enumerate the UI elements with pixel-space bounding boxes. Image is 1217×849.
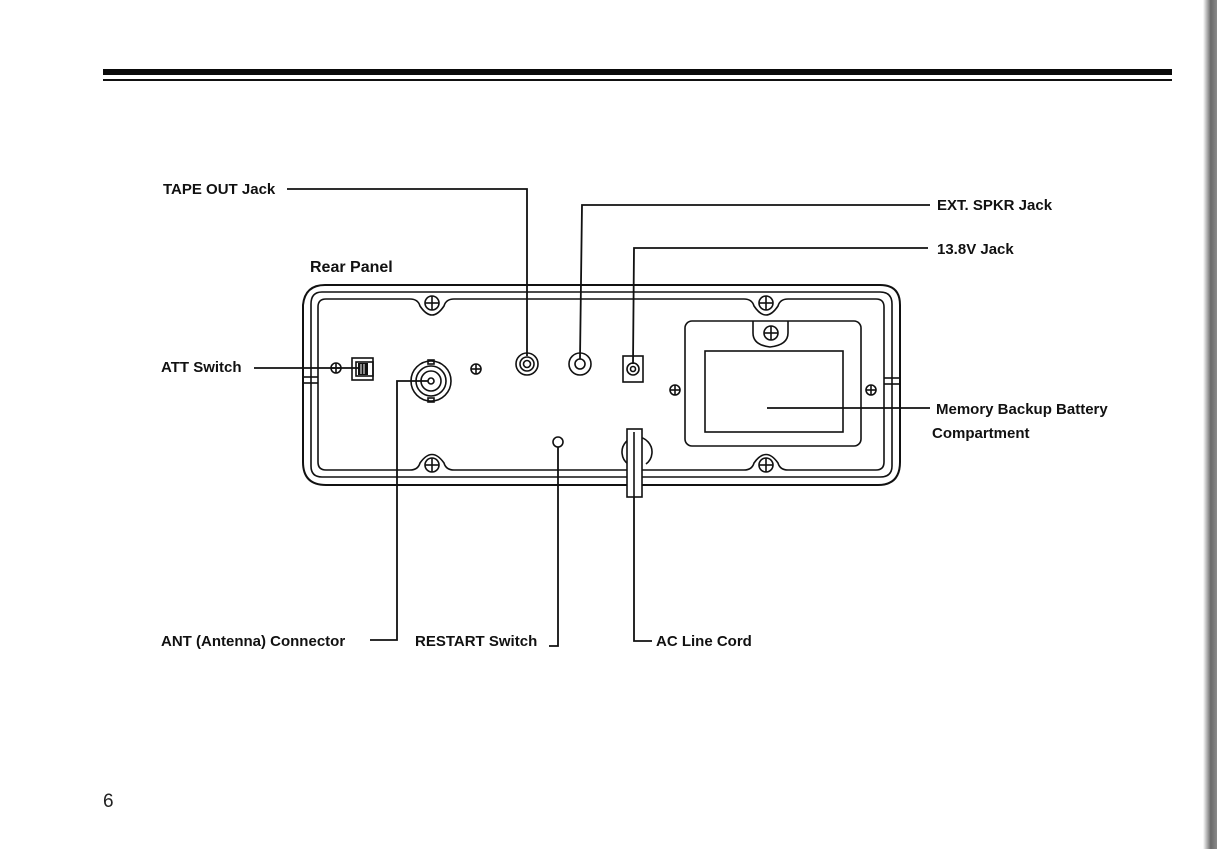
- page-edge-shadow: [1203, 0, 1217, 849]
- screw-icon: [758, 295, 774, 311]
- restart-switch-icon: [552, 436, 564, 448]
- att-switch-icon: [351, 357, 374, 381]
- label-ac-line-cord: AC Line Cord: [656, 633, 752, 650]
- label-att-switch: ATT Switch: [161, 359, 242, 376]
- screw-icon: [865, 384, 877, 396]
- battery-compartment-icon: [684, 320, 862, 447]
- screw-icon: [424, 457, 440, 473]
- diagram-title: Rear Panel: [310, 259, 393, 276]
- leader-ant: [370, 380, 428, 641]
- housing-outer: [302, 284, 901, 486]
- ac-cord-icon: [621, 428, 653, 498]
- screw-icon: [424, 295, 440, 311]
- housing-inner: [310, 291, 893, 478]
- label-battery-line2: Compartment: [932, 425, 1030, 442]
- label-dc-jack: 13.8V Jack: [937, 241, 1014, 258]
- label-battery-line1: Memory Backup Battery: [936, 401, 1108, 418]
- tape-out-jack-icon: [515, 352, 539, 376]
- leader-dc-jack: [632, 247, 928, 365]
- screw-icon: [763, 325, 779, 341]
- leader-ext-spkr: [579, 204, 930, 360]
- leader-ac: [633, 497, 652, 642]
- screw-icon: [470, 363, 482, 375]
- screw-icon: [669, 384, 681, 396]
- label-ant-connector: ANT (Antenna) Connector: [161, 633, 346, 650]
- header-rule-thin: [103, 79, 1172, 81]
- leader-restart: [549, 447, 559, 647]
- label-ext-spkr-jack: EXT. SPKR Jack: [937, 197, 1053, 214]
- leader-lines: [254, 188, 930, 647]
- leader-tape-out: [287, 188, 528, 356]
- label-tape-out-jack: TAPE OUT Jack: [163, 181, 276, 198]
- header-rule-thick: [103, 69, 1172, 75]
- screw-icon: [758, 457, 774, 473]
- panel-face: [317, 298, 885, 471]
- page-number: 6: [103, 791, 114, 812]
- label-restart-switch: RESTART Switch: [415, 633, 538, 650]
